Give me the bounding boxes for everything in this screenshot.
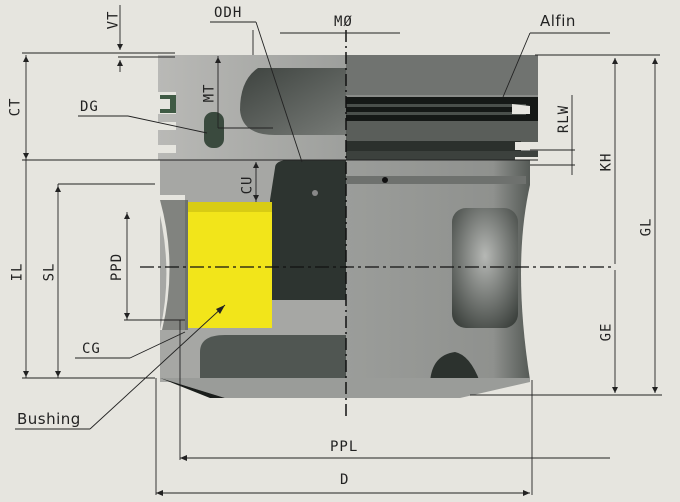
label-gl: GL bbox=[638, 217, 655, 237]
pin-boss bbox=[270, 160, 346, 300]
label-ct: CT bbox=[7, 97, 24, 117]
skirt-window bbox=[452, 208, 518, 328]
label-d: D bbox=[340, 472, 350, 488]
bushing-highlight bbox=[188, 202, 272, 328]
label-mt: MT bbox=[201, 83, 218, 103]
label-vt: VT bbox=[105, 10, 122, 30]
label-ge: GE bbox=[598, 322, 615, 342]
label-odh: ODH bbox=[214, 5, 243, 21]
label-ppl: PPL bbox=[330, 439, 359, 455]
label-dg: DG bbox=[80, 99, 99, 115]
label-il: IL bbox=[9, 262, 26, 282]
label-ppd: PPD bbox=[109, 252, 126, 282]
label-bushing: Bushing bbox=[17, 410, 81, 428]
oil-drain-hole bbox=[204, 112, 224, 148]
label-kh: KH bbox=[598, 152, 615, 172]
label-sl: SL bbox=[41, 262, 58, 282]
label-mo: MØ bbox=[334, 14, 353, 30]
label-rlw: RLW bbox=[556, 104, 573, 134]
alfin-ring-band bbox=[346, 97, 538, 121]
label-cu: CU bbox=[239, 175, 256, 195]
label-alfin: Alfin bbox=[540, 12, 576, 30]
label-cg: CG bbox=[82, 341, 101, 357]
combustion-bowl bbox=[240, 68, 346, 135]
